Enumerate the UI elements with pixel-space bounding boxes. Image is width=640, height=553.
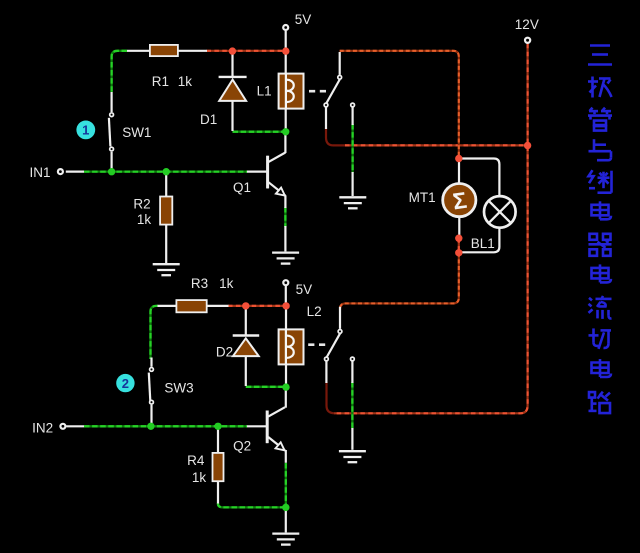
- svg-text:R1: R1: [152, 74, 169, 89]
- svg-text:1k: 1k: [178, 74, 193, 89]
- svg-text:R4: R4: [187, 453, 205, 468]
- svg-text:IN2: IN2: [32, 420, 53, 435]
- svg-text:5V: 5V: [295, 12, 312, 27]
- svg-text:1k: 1k: [219, 276, 234, 291]
- svg-text:R3: R3: [191, 276, 208, 291]
- svg-text:12V: 12V: [515, 17, 539, 32]
- svg-text:Q2: Q2: [233, 438, 251, 453]
- svg-text:2: 2: [122, 376, 129, 391]
- svg-text:1k: 1k: [137, 212, 152, 227]
- svg-text:L2: L2: [307, 304, 322, 319]
- svg-text:D1: D1: [200, 112, 217, 127]
- svg-text:D2: D2: [216, 345, 233, 360]
- svg-text:MT1: MT1: [409, 190, 436, 205]
- svg-text:IN1: IN1: [30, 165, 51, 180]
- svg-text:SW1: SW1: [122, 125, 151, 140]
- svg-text:1k: 1k: [192, 470, 207, 485]
- svg-text:1: 1: [82, 123, 89, 138]
- svg-text:Σ: Σ: [451, 187, 468, 215]
- svg-text:SW3: SW3: [164, 381, 193, 396]
- svg-text:BL1: BL1: [471, 236, 495, 251]
- svg-text:R2: R2: [133, 197, 150, 212]
- svg-text:L1: L1: [257, 84, 272, 99]
- svg-text:5V: 5V: [296, 282, 313, 297]
- svg-text:Q1: Q1: [233, 180, 251, 195]
